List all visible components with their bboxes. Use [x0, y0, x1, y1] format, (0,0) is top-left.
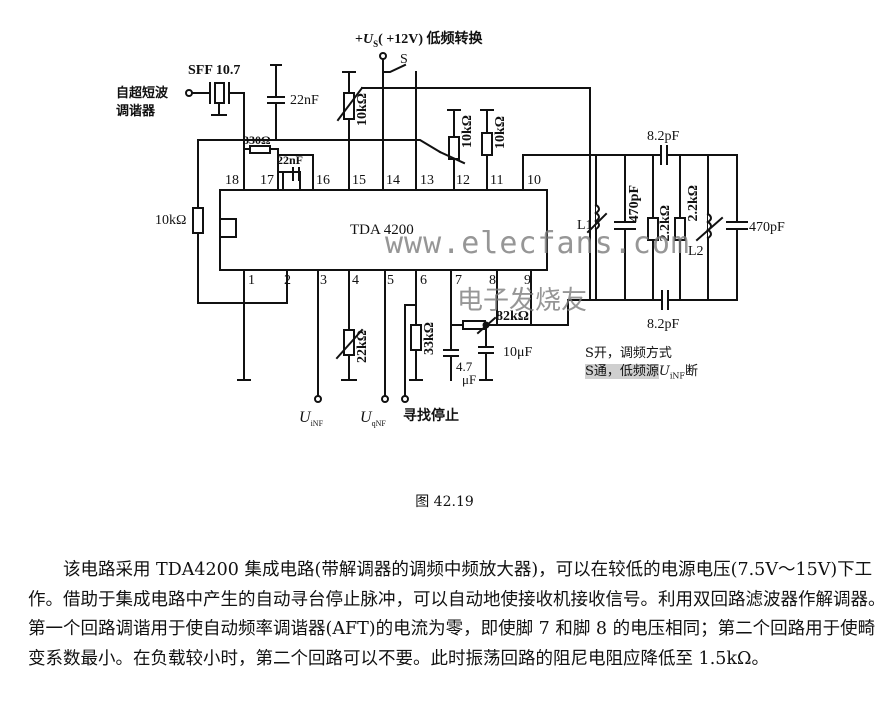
pin-5: 5	[387, 273, 394, 288]
resistor-2k2-a	[647, 217, 659, 241]
cap-22nF-pin16-label: 22nF	[277, 153, 304, 167]
circuit-schematic	[185, 52, 750, 403]
resistor-10k-left	[192, 207, 204, 234]
pin-4: 4	[352, 273, 359, 288]
resistor-33k-label: 33kΩ	[422, 322, 437, 355]
cap-4u7-label-a: 4.7	[456, 359, 473, 374]
paragraph-text: 该电路采用 TDA4200 集成电路(带解调器的调频中频放大器)，可以在较低的电…	[28, 560, 886, 669]
pot-10k-pin12	[448, 136, 460, 160]
pin-10: 10	[527, 173, 541, 188]
pin-14: 14	[386, 173, 400, 188]
cap-22nF-top-label: 22nF	[290, 93, 319, 108]
terminal-uinf	[314, 395, 322, 403]
pin-6: 6	[420, 273, 427, 288]
input-label-line1: 自超短波	[116, 85, 169, 100]
resistor-330-label: 330Ω	[243, 133, 271, 147]
output-search-stop-label: 寻找停止	[403, 409, 459, 424]
resistor-82k	[462, 320, 486, 330]
resistor-33k	[410, 324, 422, 351]
pot-22k	[343, 329, 355, 356]
terminal-uqnf	[381, 395, 389, 403]
cap-8p2-top-label: 8.2pF	[647, 129, 680, 144]
inductor-l2	[706, 212, 712, 240]
input-label-line2: 调谐器	[116, 103, 156, 118]
cap-4u7-label-b: μF	[462, 372, 477, 387]
output-uinf-label: UiNF	[299, 409, 324, 429]
resistor-2k2-b-label: 2.2kΩ	[686, 185, 701, 222]
watermark-url: www.elecfans.com	[385, 226, 690, 261]
cap-470-right-label: 470pF	[749, 220, 785, 235]
pin-2: 2	[284, 273, 291, 288]
sff-filter	[214, 82, 225, 104]
note-line-1: S开，调频方式	[585, 346, 672, 361]
output-uqnf-label: UqNF	[360, 409, 386, 429]
filter-label: SFF 10.7	[188, 63, 241, 78]
resistor-10k-left-label: 10kΩ	[155, 213, 187, 228]
figure-caption: 图 42.19	[415, 494, 474, 510]
terminal-search-stop	[401, 395, 409, 403]
pin-9: 9	[524, 273, 531, 288]
cap-470-l1-label: 470pF	[627, 185, 642, 223]
resistor-2k2-b	[674, 217, 686, 241]
pot-10k-top-label: 10kΩ	[355, 93, 370, 126]
cap-10u-label: 10μF	[503, 345, 533, 360]
pin-15: 15	[352, 173, 366, 188]
pin-8: 8	[489, 273, 496, 288]
description-paragraph: 该电路采用 TDA4200 集成电路(带解调器的调频中频放大器)，可以在较低的电…	[28, 556, 886, 674]
resistor-330	[249, 145, 271, 154]
pin-13: 13	[420, 173, 434, 188]
inductor-l2-label: L2	[688, 244, 704, 259]
pin-12: 12	[456, 173, 470, 188]
resistor-10k-pin11	[481, 132, 493, 156]
pin-16: 16	[316, 173, 330, 188]
switch-label: S	[400, 52, 408, 67]
wire-left-loop	[197, 139, 288, 304]
cap-8p2-bottom-label: 8.2pF	[647, 317, 680, 332]
pot-22k-label: 22kΩ	[355, 330, 370, 363]
pin-17: 17	[260, 173, 274, 188]
pin-7: 7	[455, 273, 462, 288]
pin-18: 18	[225, 173, 239, 188]
ic-notch	[219, 218, 237, 238]
supply-label: +US( +12V) 低频转换	[355, 32, 483, 49]
watermark-cn: 电子发烧友	[457, 286, 588, 316]
resistor-10k-pin11-label: 10kΩ	[493, 116, 508, 149]
resistor-82k-label: 82kΩ	[496, 309, 529, 324]
pin-11: 11	[490, 173, 504, 188]
inductor-l1-label: L1	[577, 218, 593, 233]
note-line-2: S通，低频源UiNF断	[585, 364, 698, 381]
input-terminal	[185, 89, 193, 97]
pin-1: 1	[248, 273, 255, 288]
pin-3: 3	[320, 273, 327, 288]
pot-10k-pin12-label: 10kΩ	[460, 115, 475, 148]
ic-label: TDA 4200	[350, 222, 414, 238]
